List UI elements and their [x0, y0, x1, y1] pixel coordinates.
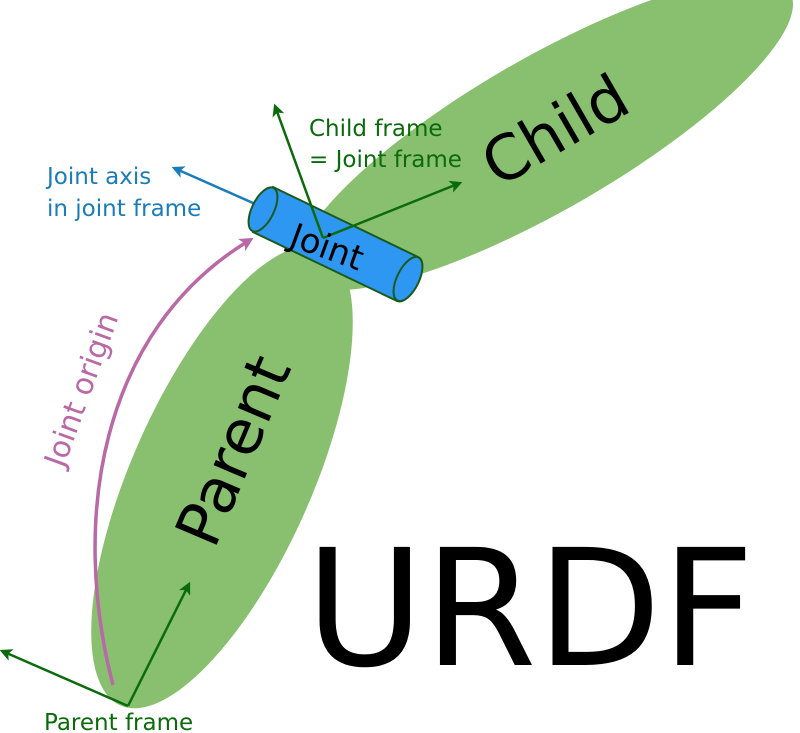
parent-frame-x-arrow [0, 649, 129, 708]
joint-origin-arrow [93, 237, 254, 686]
child-frame-x-arrow [322, 180, 463, 240]
child-link [296, 0, 794, 291]
child-frame-label-line2: = Joint frame [309, 147, 462, 173]
urdf-title: URDF [305, 516, 754, 704]
joint-axis-label-line2: in joint frame [47, 196, 201, 222]
parent-link [91, 245, 353, 709]
joint-axis-label-line1: Joint axis [45, 164, 151, 190]
child-frame-label-line1: Child frame [309, 116, 443, 142]
joint-axis-arrow [171, 166, 263, 209]
joint-origin-label: Joint origin [37, 308, 126, 473]
child-frame-z-arrow [272, 103, 325, 239]
joint-cylinder [247, 185, 424, 303]
parent-frame-z-arrow [126, 581, 191, 707]
parent-frame-label: Parent frame [44, 710, 193, 733]
